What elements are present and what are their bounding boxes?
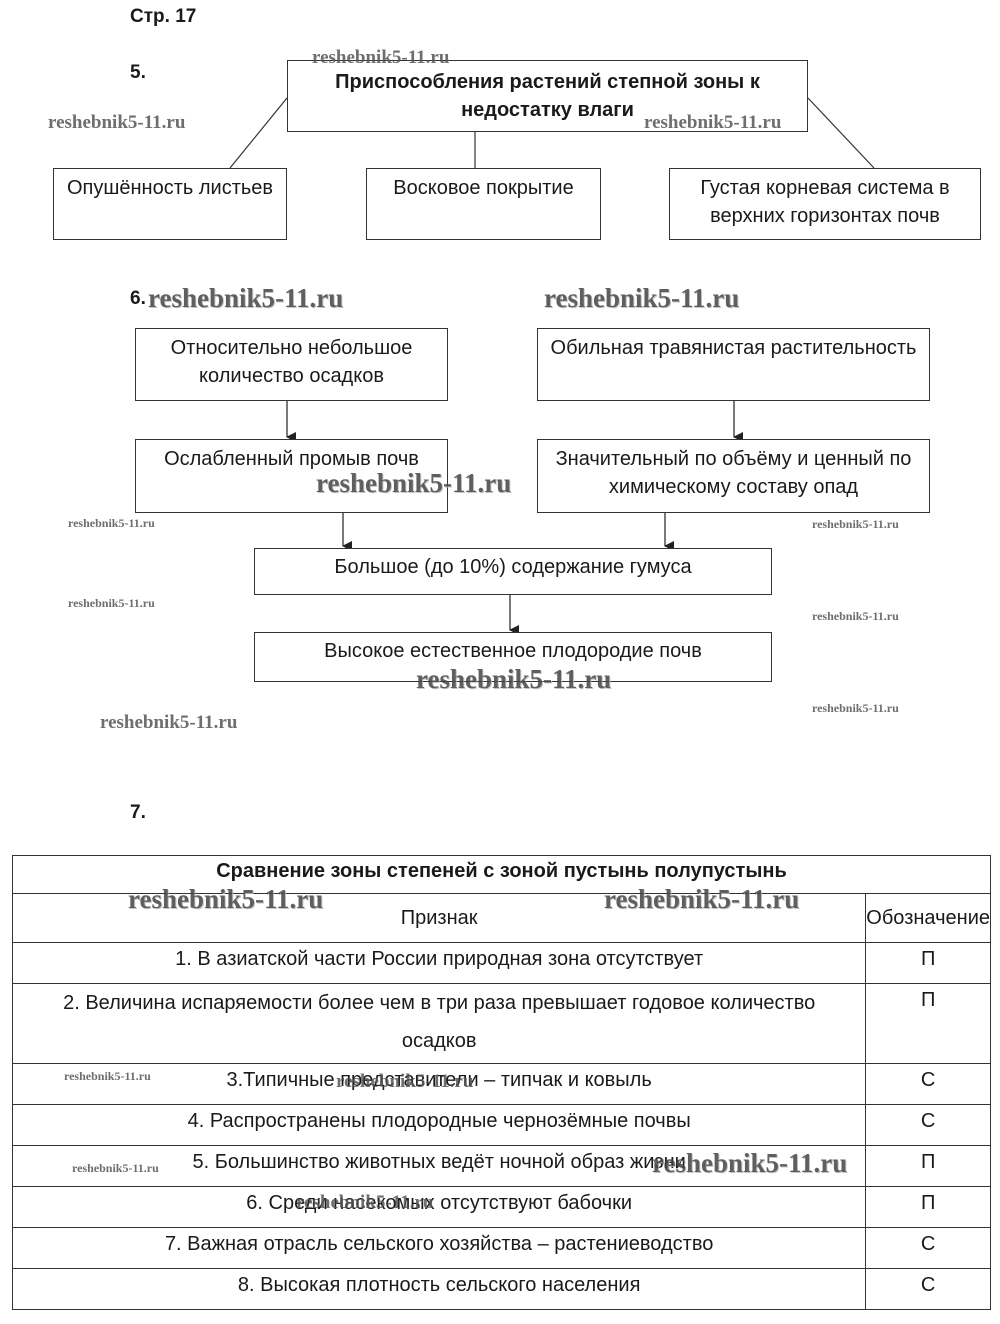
- task6-leaching: Ослабленный промыв почв: [164, 448, 419, 470]
- task5-number: 5.: [130, 62, 146, 83]
- watermark: reshebnik5-11.ru: [68, 516, 155, 530]
- feature-cell: 5. Большинство животных ведёт ночной обр…: [11, 1145, 867, 1187]
- mark-cell: С: [865, 1104, 991, 1146]
- watermark: reshebnik5-11.ru: [296, 1192, 434, 1213]
- comparison-table: Сравнение зоны степеней с зоной пустынь …: [11, 855, 991, 1310]
- task5-item: Восковое покрытие: [393, 177, 574, 199]
- table-row: 4. Распространены плодородные чернозёмны…: [11, 1104, 991, 1146]
- watermark: reshebnik5-11.ru: [416, 664, 612, 694]
- task6-litter: Значительный по объёму и ценный по химич…: [555, 448, 912, 498]
- task5-item: Опушённость листьев: [66, 177, 274, 199]
- table-row: 7. Важная отрасль сельского хозяйства – …: [11, 1227, 991, 1269]
- task6-number: 6.: [130, 288, 146, 309]
- task7-number: 7.: [130, 802, 146, 823]
- table-row: 6. Среди насекомых отсутствуют бабочки П: [11, 1186, 991, 1228]
- watermark: reshebnik5-11.ru: [48, 112, 186, 133]
- watermark: reshebnik5-11.ru: [68, 596, 155, 610]
- table-row: 3.Типичные представители – типчак и ковы…: [11, 1063, 991, 1105]
- task5-title: Приспособления растений степной зоны к н…: [335, 71, 760, 121]
- watermark: reshebnik5-11.ru: [812, 517, 899, 531]
- feature-cell: 6. Среди насекомых отсутствуют бабочки: [11, 1186, 867, 1228]
- feature-cell: 8. Высокая плотность сельского населения: [11, 1268, 867, 1310]
- column-header-mark: Обозначение: [865, 893, 991, 943]
- watermark: reshebnik5-11.ru: [128, 884, 324, 914]
- watermark: reshebnik5-11.ru: [544, 283, 740, 313]
- table-row: 1. В азиатской части России природная зо…: [11, 942, 991, 984]
- column-header-feature: Признак: [11, 893, 867, 943]
- task6-humus: Большое (до 10%) содержание гумуса: [334, 556, 692, 578]
- task6-leaching-box: Ослабленный промыв почв: [135, 439, 448, 513]
- watermark: reshebnik5-11.ru: [336, 1071, 474, 1092]
- mark-cell: С: [865, 1227, 991, 1269]
- feature-cell: 3.Типичные представители – типчак и ковы…: [11, 1063, 867, 1105]
- feature-cell: 1. В азиатской части России природная зо…: [11, 942, 867, 984]
- watermark: reshebnik5-11.ru: [812, 701, 899, 715]
- watermark: reshebnik5-11.ru: [644, 112, 782, 133]
- watermark: reshebnik5-11.ru: [812, 609, 899, 623]
- task6-fertility-box: Высокое естественное плодородие почв: [254, 632, 772, 682]
- task6-vegetation: Обильная травянистая растительность: [550, 337, 917, 359]
- watermark: reshebnik5-11.ru: [64, 1069, 151, 1083]
- watermark: reshebnik5-11.ru: [316, 468, 512, 498]
- task6-fertility: Высокое естественное плодородие почв: [324, 640, 702, 662]
- feature-cell: 7. Важная отрасль сельского хозяйства – …: [11, 1227, 867, 1269]
- task5-item-box: Восковое покрытие: [366, 168, 601, 240]
- watermark: reshebnik5-11.ru: [100, 712, 238, 733]
- mark-cell: П: [865, 1186, 991, 1228]
- mark-cell: С: [865, 1063, 991, 1105]
- table-row: 2. Величина испаряемости более чем в три…: [11, 983, 991, 1064]
- task6-litter-box: Значительный по объёму и ценный по химич…: [537, 439, 930, 513]
- mark-cell: П: [865, 942, 991, 984]
- mark-cell: П: [865, 983, 991, 1064]
- task5-item-box: Опушённость листьев: [53, 168, 287, 240]
- mark-cell: П: [865, 1145, 991, 1187]
- watermark: reshebnik5-11.ru: [312, 47, 450, 68]
- task5-item: Густая корневая система в верхних горизо…: [700, 177, 950, 227]
- table-row: 8. Высокая плотность сельского населения…: [11, 1268, 991, 1310]
- feature-cell: 2. Величина испаряемости более чем в три…: [11, 983, 867, 1064]
- task5-item-box: Густая корневая система в верхних горизо…: [669, 168, 981, 240]
- watermark: reshebnik5-11.ru: [148, 283, 344, 313]
- page-number: Стр. 17: [130, 6, 197, 27]
- task6-precipitation: Относительно небольшое количество осадко…: [170, 337, 413, 387]
- table-row: 5. Большинство животных ведёт ночной обр…: [11, 1145, 991, 1187]
- task6-vegetation-box: Обильная травянистая растительность: [537, 328, 930, 401]
- task6-precipitation-box: Относительно небольшое количество осадко…: [135, 328, 448, 401]
- task5-title-box: Приспособления растений степной зоны к н…: [287, 60, 808, 132]
- watermark: reshebnik5-11.ru: [652, 1148, 848, 1178]
- task6-humus-box: Большое (до 10%) содержание гумуса: [254, 548, 772, 595]
- watermark: reshebnik5-11.ru: [72, 1161, 159, 1175]
- watermark: reshebnik5-11.ru: [604, 884, 800, 914]
- feature-cell: 4. Распространены плодородные чернозёмны…: [11, 1104, 867, 1146]
- mark-cell: С: [865, 1268, 991, 1310]
